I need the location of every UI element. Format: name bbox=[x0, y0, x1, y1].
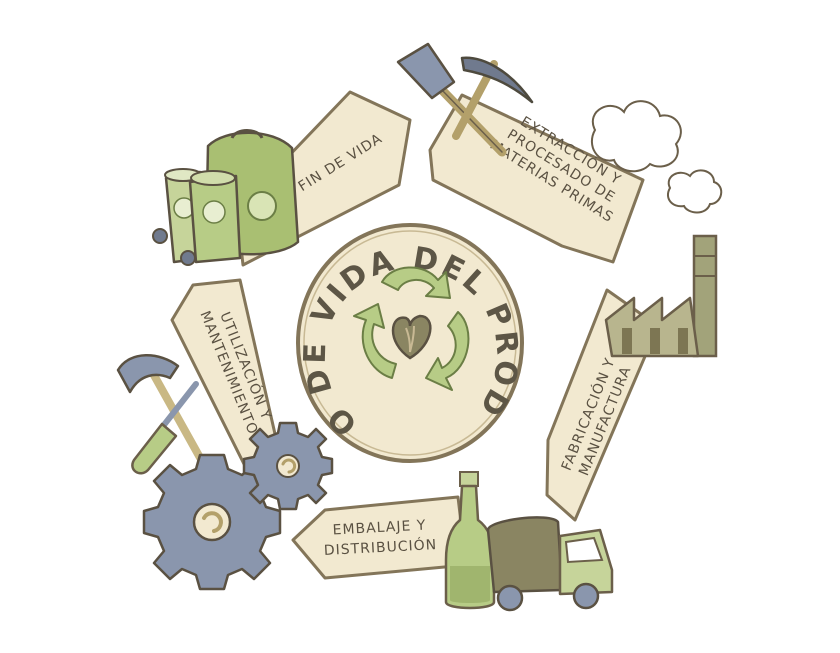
shovel-pickaxe-icon bbox=[396, 42, 534, 157]
factory-icon bbox=[604, 234, 718, 358]
small-gear-icon bbox=[242, 421, 334, 511]
smoke-cloud-icon bbox=[590, 100, 723, 214]
label-distribution: EMBALAJE Y DISTRIBUCIÓN bbox=[323, 518, 437, 559]
recycle-bins-icon bbox=[152, 129, 300, 266]
arrow-distribution bbox=[291, 495, 468, 580]
label-distribution-line-2: DISTRIBUCIÓN bbox=[323, 535, 437, 559]
hammer-screwdriver-icon bbox=[116, 354, 212, 476]
bottle-icon bbox=[444, 471, 496, 610]
large-gear-icon bbox=[142, 453, 282, 591]
truck-icon bbox=[486, 516, 614, 612]
label-distribution-line-1: EMBALAJE Y bbox=[332, 518, 426, 539]
recycle-icon bbox=[353, 266, 470, 391]
heart-icon bbox=[391, 314, 432, 360]
